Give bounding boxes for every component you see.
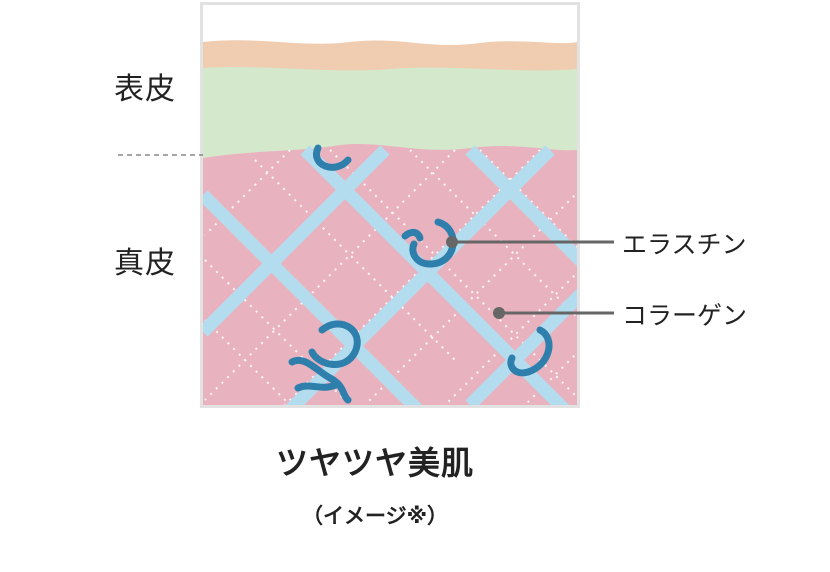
caption-title: ツヤツヤ美肌 [275,444,474,482]
elastin-label: エラスチン [622,230,747,259]
collagen-callout [493,307,614,319]
dermis-label: 真皮 [114,246,176,281]
collagen-label: コラーゲン [622,301,748,330]
caption-subtitle: （イメージ※） [302,504,448,528]
epidermis-layer [203,67,577,160]
diagram-border [200,2,580,408]
collagen-marker-dot [493,307,505,319]
elastin-fibers [288,144,553,404]
epidermis-label: 表皮 [114,72,176,107]
elastin-marker-dot [446,236,458,248]
elastin-callout [446,236,614,248]
